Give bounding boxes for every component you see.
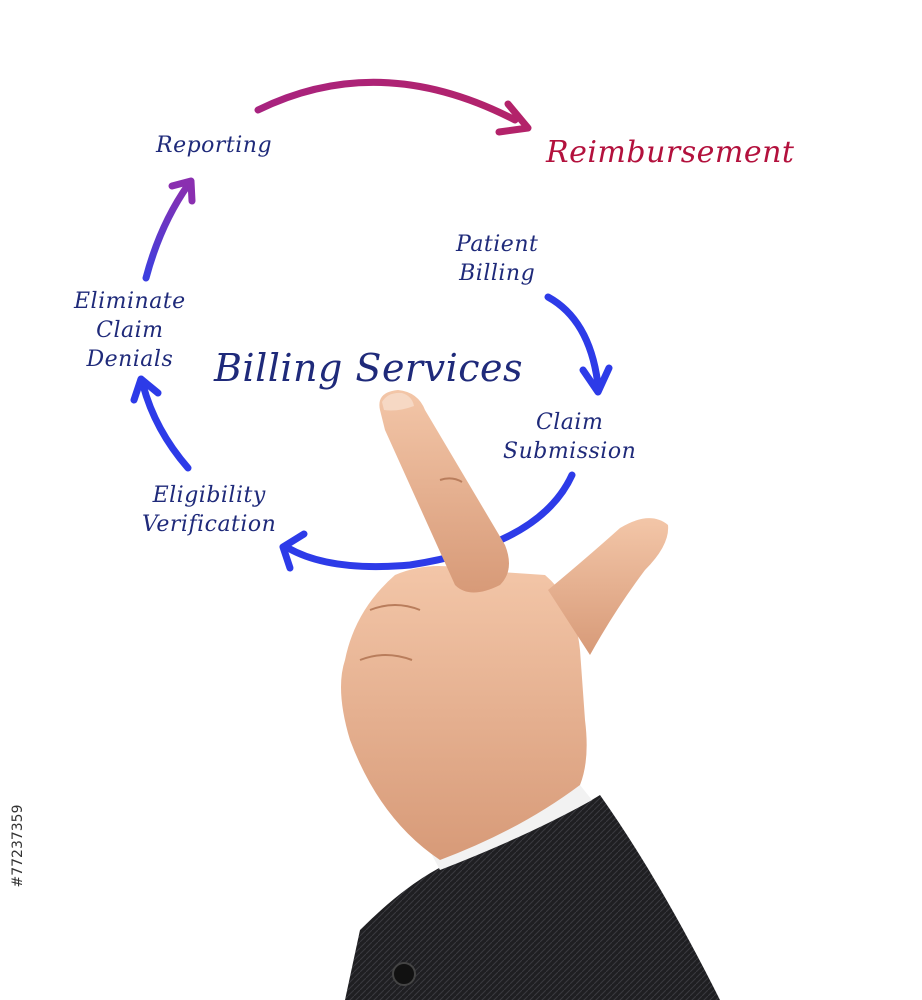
step-label-line: Submission: [503, 439, 637, 464]
step-label-line: Reporting: [156, 133, 273, 158]
arrow-eligibility-to-eliminate-denials: [130, 375, 192, 472]
step-label-line: Claim: [96, 318, 164, 343]
diagram-title: Billing Services: [214, 346, 523, 390]
arrow-eliminate-denials-to-reporting: [142, 177, 196, 282]
step-label-line: Denials: [86, 347, 174, 372]
cuff-button: [392, 962, 416, 986]
step-label-line: Claim: [535, 410, 604, 435]
step-label-line: Billing: [459, 261, 536, 286]
outcome-label-reimbursement: Reimbursement: [546, 135, 795, 170]
step-label-line: Verification: [142, 512, 277, 537]
step-label-line: Patient: [456, 232, 539, 257]
stock-watermark-id: #77237359: [6, 780, 30, 920]
step-eligibility-verification: Eligibility Verification: [142, 481, 276, 539]
step-label-line: Eliminate: [74, 289, 186, 314]
step-eliminate-claim-denials: Eliminate Claim Denials: [74, 287, 186, 374]
arrow-claim-submission-to-eligibility: [279, 471, 576, 572]
step-claim-submission: Claim Submission: [503, 408, 636, 466]
step-label-line: Eligibility: [152, 483, 266, 508]
pointing-hand-photo: [341, 390, 720, 1000]
arrow-patient-billing-to-claim-submission: [544, 293, 613, 396]
stock-watermark-text: #77237359: [10, 804, 26, 888]
step-reporting: Reporting: [156, 131, 272, 160]
arrow-reporting-to-reimbursement: [254, 78, 532, 136]
step-patient-billing: Patient Billing: [456, 230, 538, 288]
